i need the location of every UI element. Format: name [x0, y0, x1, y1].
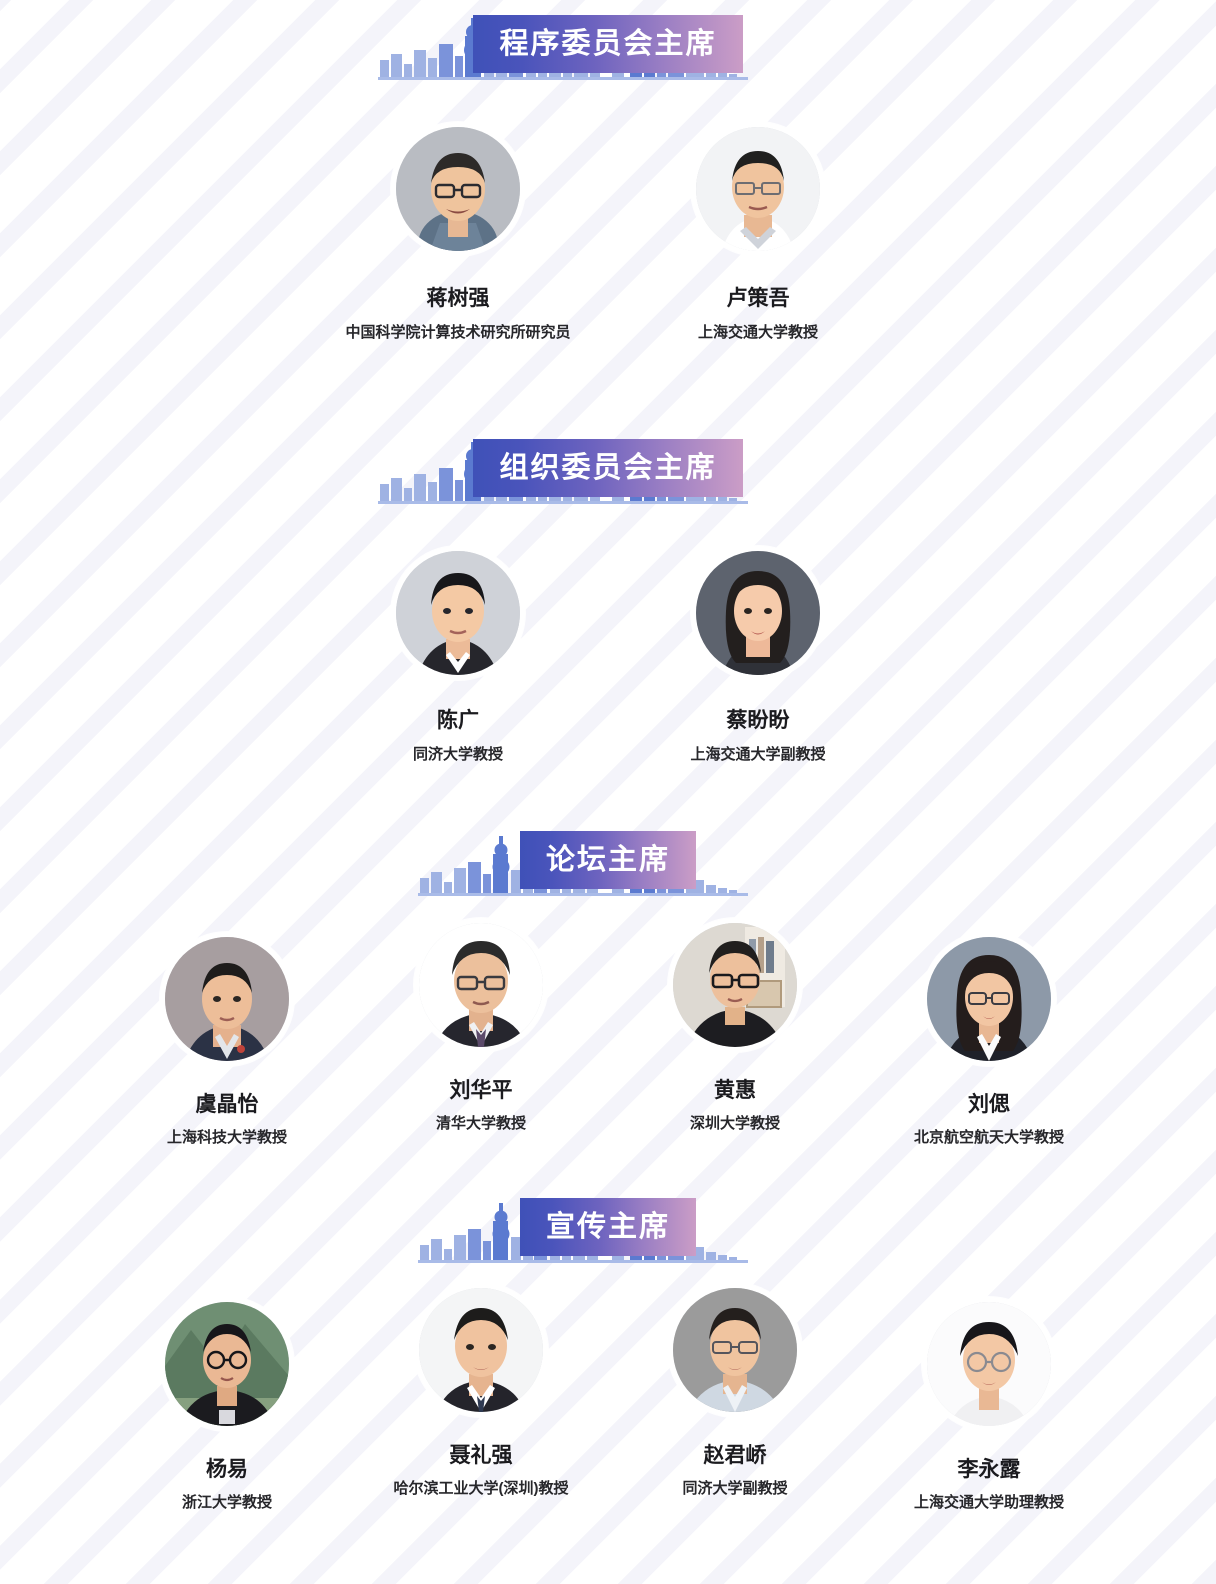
avatar: [668, 1283, 802, 1417]
portrait-icon: [396, 551, 520, 675]
portrait-icon: [927, 937, 1051, 1061]
person-card[interactable]: 黄惠 深圳大学教授: [608, 918, 862, 1131]
section-program-committee-chairs: 程序委员会主席: [0, 8, 1216, 340]
committee-page: 程序委员会主席: [0, 8, 1216, 1584]
avatar: [922, 1297, 1056, 1431]
person-name: 刘华平: [449, 1079, 513, 1102]
avatar: [160, 1297, 294, 1431]
avatar: [391, 122, 525, 256]
person-name: 赵君峤: [703, 1444, 767, 1467]
avatar: [160, 932, 294, 1066]
section-banner: 论坛主席: [0, 824, 1216, 896]
section-title: 组织委员会主席: [499, 451, 717, 484]
person-card[interactable]: 刘偲 北京航空航天大学教授: [862, 932, 1116, 1145]
person-name: 杨易: [206, 1458, 248, 1481]
person-name: 李永露: [957, 1458, 1021, 1481]
person-name: 蒋树强: [426, 287, 490, 310]
person-name: 黄惠: [714, 1079, 756, 1102]
person-name: 聂礼强: [449, 1444, 513, 1467]
person-affiliation: 上海科技大学教授: [166, 1129, 287, 1146]
person-affiliation: 深圳大学教授: [689, 1115, 780, 1132]
portrait-icon: [165, 1302, 289, 1426]
people-row: 杨易 浙江大学教授: [0, 1283, 1216, 1510]
person-name: 蔡盼盼: [726, 709, 790, 732]
portrait-icon: [419, 1288, 543, 1412]
section-title-plate: 论坛主席: [519, 831, 696, 889]
person-name: 陈广: [437, 709, 479, 732]
portrait-icon: [396, 127, 520, 251]
section-title: 宣传主席: [545, 1210, 670, 1243]
section-title: 程序委员会主席: [499, 27, 717, 60]
section-title-plate: 组织委员会主席: [473, 439, 743, 497]
person-affiliation: 浙江大学教授: [181, 1494, 272, 1511]
person-affiliation: 同济大学教授: [412, 746, 503, 763]
person-affiliation: 哈尔滨工业大学(深圳)教授: [393, 1480, 569, 1497]
people-row: 蒋树强 中国科学院计算技术研究所研究员: [0, 122, 1216, 340]
person-affiliation: 上海交通大学教授: [697, 324, 818, 341]
person-card[interactable]: 李永露 上海交通大学助理教授: [862, 1297, 1116, 1510]
avatar: [391, 546, 525, 680]
section-banner: 程序委员会主席: [0, 8, 1216, 80]
person-affiliation: 中国科学院计算技术研究所研究员: [345, 324, 571, 341]
portrait-icon: [696, 127, 820, 251]
section-forum-chairs: 论坛主席: [0, 824, 1216, 1145]
person-card[interactable]: 卢策吾 上海交通大学教授: [608, 122, 908, 340]
section-organizing-committee-chairs: 组织委员会主席: [0, 432, 1216, 762]
section-title-plate: 宣传主席: [519, 1198, 696, 1256]
section-title-plate: 程序委员会主席: [473, 15, 743, 73]
portrait-icon: [673, 923, 797, 1047]
person-card[interactable]: 虞晶怡 上海科技大学教授: [100, 932, 354, 1145]
person-affiliation: 清华大学教授: [435, 1115, 526, 1132]
person-card[interactable]: 杨易 浙江大学教授: [100, 1297, 354, 1510]
person-card[interactable]: 赵君峤 同济大学副教授: [608, 1283, 862, 1496]
person-affiliation: 上海交通大学助理教授: [913, 1494, 1064, 1511]
portrait-icon: [165, 937, 289, 1061]
person-affiliation: 北京航空航天大学教授: [913, 1129, 1064, 1146]
people-row: 虞晶怡 上海科技大学教授: [0, 918, 1216, 1145]
person-name: 卢策吾: [726, 287, 790, 310]
avatar: [691, 122, 825, 256]
people-row: 陈广 同济大学教授: [0, 546, 1216, 762]
portrait-icon: [419, 923, 543, 1047]
avatar: [414, 1283, 548, 1417]
section-publicity-chairs: 宣传主席: [0, 1191, 1216, 1510]
section-title: 论坛主席: [545, 843, 670, 876]
person-card[interactable]: 蔡盼盼 上海交通大学副教授: [608, 546, 908, 762]
person-card[interactable]: 聂礼强 哈尔滨工业大学(深圳)教授: [354, 1283, 608, 1496]
avatar: [414, 918, 548, 1052]
portrait-icon: [673, 1288, 797, 1412]
person-affiliation: 上海交通大学副教授: [690, 746, 826, 763]
person-name: 虞晶怡: [195, 1093, 259, 1116]
person-affiliation: 同济大学副教授: [682, 1480, 788, 1497]
portrait-icon: [927, 1302, 1051, 1426]
person-card[interactable]: 蒋树强 中国科学院计算技术研究所研究员: [308, 122, 608, 340]
person-card[interactable]: 刘华平 清华大学教授: [354, 918, 608, 1131]
section-banner: 宣传主席: [0, 1191, 1216, 1263]
person-name: 刘偲: [968, 1093, 1010, 1116]
avatar: [922, 932, 1056, 1066]
section-banner: 组织委员会主席: [0, 432, 1216, 504]
person-card[interactable]: 陈广 同济大学教授: [308, 546, 608, 762]
avatar: [668, 918, 802, 1052]
portrait-icon: [696, 551, 820, 675]
avatar: [691, 546, 825, 680]
